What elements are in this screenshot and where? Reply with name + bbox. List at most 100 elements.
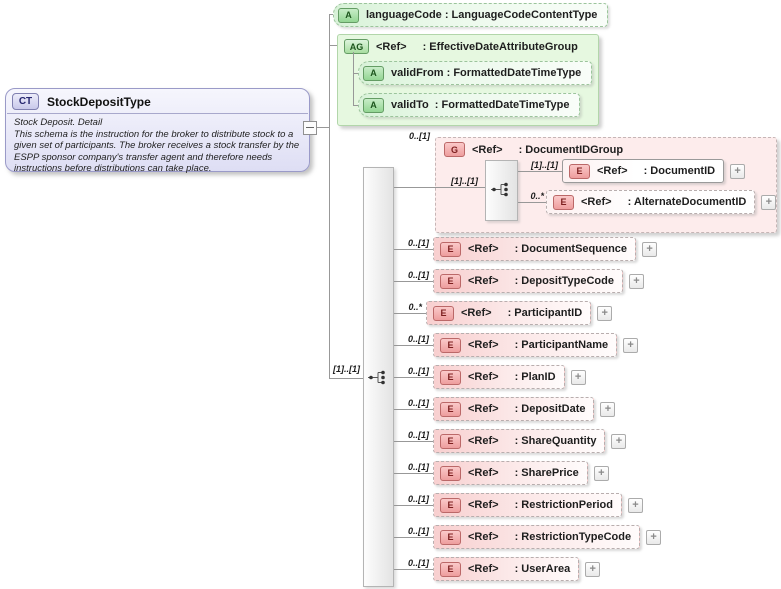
element-ref: <Ref> xyxy=(468,403,499,415)
element-row-deposittypecode: E <Ref> : DepositTypeCode + xyxy=(433,269,644,293)
cardinality-label: 0..* xyxy=(530,191,544,201)
expand-icon[interactable]: + xyxy=(585,561,601,577)
element-name: : DepositDate xyxy=(514,403,586,415)
attribute-badge: A xyxy=(363,97,384,113)
cardinality-label: 0..[1] xyxy=(407,494,429,504)
element-badge: E xyxy=(440,369,461,385)
element-box-restrictionperiod[interactable]: E <Ref> : RestrictionPeriod xyxy=(433,493,622,517)
element-name: : ParticipantName xyxy=(514,339,609,351)
annotation-title: Stock Deposit. Detail xyxy=(14,117,103,128)
element-box-sharequantity[interactable]: E <Ref> : ShareQuantity xyxy=(433,429,606,453)
element-ref: <Ref> xyxy=(468,243,499,255)
connector-line xyxy=(329,378,363,379)
attribute-box-languagecode[interactable]: A languageCode : LanguageCodeContentType xyxy=(333,3,609,27)
element-ref: <Ref> xyxy=(468,499,499,511)
element-box-participantid[interactable]: E <Ref> : ParticipantID xyxy=(426,301,592,325)
element-ref: <Ref> xyxy=(468,275,499,287)
element-badge: E xyxy=(569,163,590,179)
element-name: : RestrictionPeriod xyxy=(514,499,613,511)
element-name: : DepositTypeCode xyxy=(514,275,614,287)
element-box-shareprice[interactable]: E <Ref> : SharePrice xyxy=(433,461,588,485)
element-row-documentid: E <Ref> : DocumentID + xyxy=(562,159,746,183)
group-badge: G xyxy=(444,142,465,157)
collapse-toggle-icon[interactable] xyxy=(303,121,317,135)
element-box-depositdate[interactable]: E <Ref> : DepositDate xyxy=(433,397,595,421)
complex-type-badge: CT xyxy=(12,93,39,110)
expand-icon[interactable]: + xyxy=(761,194,777,210)
connector-line xyxy=(329,45,337,46)
connector-line xyxy=(392,313,426,314)
connector-line xyxy=(392,345,433,346)
element-row-restrictionperiod: E <Ref> : RestrictionPeriod + xyxy=(433,493,643,517)
element-row-depositdate: E <Ref> : DepositDate + xyxy=(433,397,616,421)
attribute-group-ref: <Ref> xyxy=(376,40,407,53)
connector-line xyxy=(392,537,433,538)
connector-line xyxy=(392,441,433,442)
connector-line xyxy=(392,409,433,410)
element-ref: <Ref> xyxy=(468,531,499,543)
expand-icon[interactable]: + xyxy=(611,433,627,449)
element-ref: <Ref> xyxy=(468,467,499,479)
element-box-deposittypecode[interactable]: E <Ref> : DepositTypeCode xyxy=(433,269,623,293)
connector-line xyxy=(392,187,485,188)
cardinality-label: 0..[1] xyxy=(407,430,429,440)
sequence-icon xyxy=(368,370,385,385)
trunk-connector-line xyxy=(329,14,330,379)
complex-type-box[interactable]: CT StockDepositType Stock Deposit. Detai… xyxy=(5,88,310,174)
expand-icon[interactable]: + xyxy=(642,241,658,257)
element-box-participantname[interactable]: E <Ref> : ParticipantName xyxy=(433,333,618,357)
group-ref: <Ref> xyxy=(472,143,503,156)
cardinality-label: 0..* xyxy=(408,302,422,312)
expand-icon[interactable]: + xyxy=(646,529,662,545)
element-name: : UserArea xyxy=(514,563,571,575)
element-row-shareprice: E <Ref> : SharePrice + xyxy=(433,461,609,485)
connector-line xyxy=(516,171,562,172)
complex-type-title: StockDepositType xyxy=(47,94,151,109)
attribute-badge: A xyxy=(363,65,384,81)
group-name: : DocumentIDGroup xyxy=(518,143,624,156)
element-box-documentsequence[interactable]: E <Ref> : DocumentSequence xyxy=(433,237,637,261)
expand-icon[interactable]: + xyxy=(600,401,616,417)
cardinality-label: [1]..[1] xyxy=(531,160,558,170)
element-row-sharequantity: E <Ref> : ShareQuantity + xyxy=(433,429,627,453)
element-ref: <Ref> xyxy=(468,339,499,351)
attribute-group-badge: AG xyxy=(344,39,369,54)
element-badge: E xyxy=(433,305,454,321)
attribute-box-validto[interactable]: A validTo : FormattedDateTimeType xyxy=(358,93,581,117)
connector-line xyxy=(392,505,433,506)
expand-icon[interactable]: + xyxy=(623,337,639,353)
element-badge: E xyxy=(440,273,461,289)
connector-line xyxy=(392,377,433,378)
element-box-documentid[interactable]: E <Ref> : DocumentID xyxy=(562,159,725,183)
element-ref: <Ref> xyxy=(468,563,499,575)
element-box-restrictiontypecode[interactable]: E <Ref> : RestrictionTypeCode xyxy=(433,525,641,549)
element-badge: E xyxy=(440,337,461,353)
connector-line xyxy=(392,281,433,282)
attribute-box-validfrom[interactable]: A validFrom : FormattedDateTimeType xyxy=(358,61,593,85)
expand-icon[interactable]: + xyxy=(627,497,643,513)
element-badge: E xyxy=(440,433,461,449)
element-row-alternatedocumentid: E <Ref> : AlternateDocumentID + xyxy=(546,190,777,214)
element-ref: <Ref> xyxy=(468,435,499,447)
expand-icon[interactable]: + xyxy=(593,465,609,481)
element-ref: <Ref> xyxy=(468,371,499,383)
expand-icon[interactable]: + xyxy=(597,305,613,321)
element-row-userarea: E <Ref> : UserArea + xyxy=(433,557,601,581)
attribute-badge: A xyxy=(338,7,359,23)
element-name: : RestrictionTypeCode xyxy=(514,531,632,543)
attribute-label: validFrom : FormattedDateTimeType xyxy=(391,67,582,79)
expand-icon[interactable]: + xyxy=(570,369,586,385)
expand-icon[interactable]: + xyxy=(629,273,644,289)
attribute-group-name: : EffectiveDateAttributeGroup xyxy=(422,40,578,53)
cardinality-label: 0..[1] xyxy=(407,462,429,472)
element-name: : ParticipantID xyxy=(507,307,583,319)
element-box-userarea[interactable]: E <Ref> : UserArea xyxy=(433,557,580,581)
expand-icon[interactable]: + xyxy=(730,163,746,179)
annotation: Stock Deposit. Detail This schema is the… xyxy=(6,114,309,178)
element-badge: E xyxy=(553,194,574,210)
cardinality-label: [1]..[1] xyxy=(451,176,478,186)
cardinality-label: 0..[1] xyxy=(407,366,429,376)
element-box-alternatedocumentid[interactable]: E <Ref> : AlternateDocumentID xyxy=(546,190,756,214)
element-box-planid[interactable]: E <Ref> : PlanID xyxy=(433,365,565,389)
element-row-participantid: E <Ref> : ParticipantID + xyxy=(426,301,613,325)
